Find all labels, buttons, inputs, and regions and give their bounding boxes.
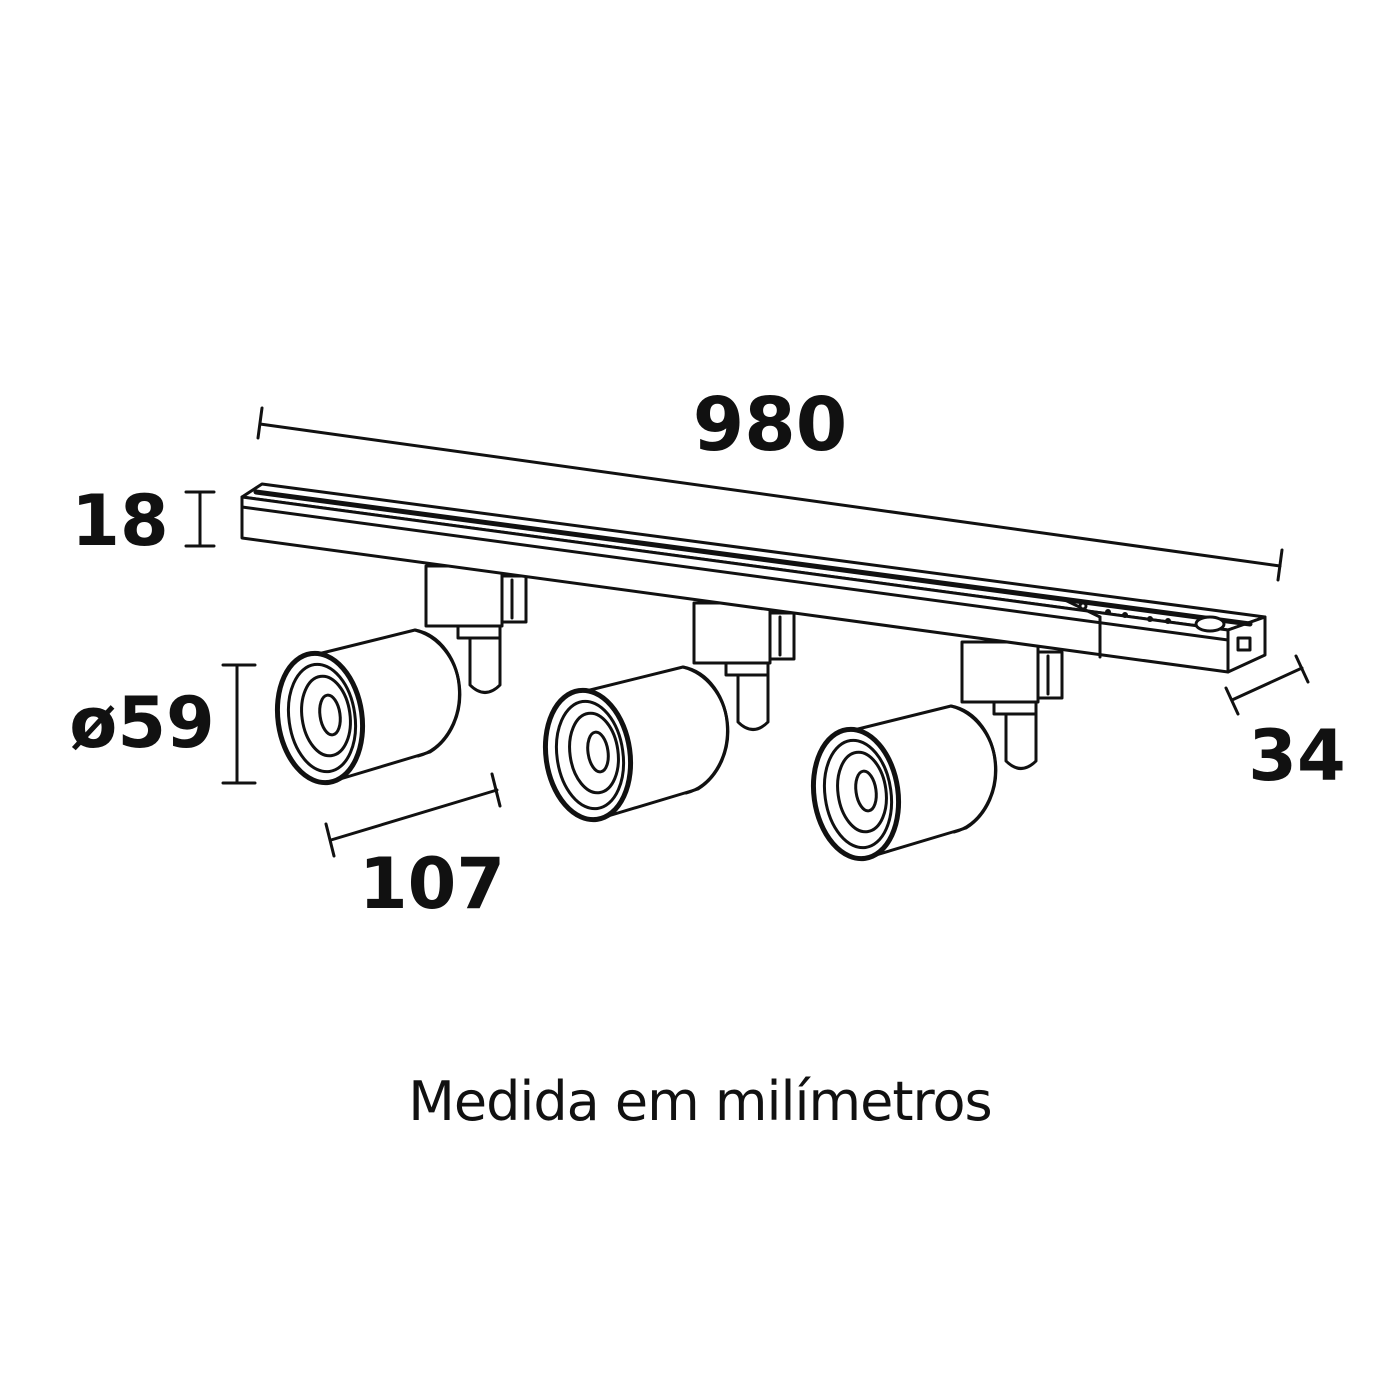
lens-icon [586,730,610,774]
track-adapter [424,564,528,640]
spot-stem [736,673,770,731]
lens-icon [854,769,878,813]
end-cap-socket-icon [1236,636,1252,652]
track-adapter [692,601,796,677]
track-adapter [960,640,1064,716]
caption: Medida em milímetros [408,1070,992,1133]
spot-body [810,704,998,862]
spotlight [274,564,528,786]
spotlight [542,601,796,823]
spotlights [274,564,1064,862]
dimension-spot-length [324,772,502,858]
dimension-diameter [221,663,257,785]
dimension-height [184,490,216,548]
spot-body [274,628,462,786]
spotlight [810,640,1064,862]
track-rail [240,482,1267,674]
spot-body [542,665,730,823]
lens-icon [318,693,342,737]
dimension-length [256,406,1284,582]
spot-stem [1004,712,1038,770]
dimension-width [1224,654,1310,716]
dimension-length-label: 980 [693,382,847,468]
spot-stem [468,636,502,694]
connector-hole-icon [1078,601,1088,611]
dimension-spot-length-label: 107 [359,843,505,925]
dimension-height-label: 18 [71,480,168,562]
dimension-diameter-label: ø59 [69,682,215,764]
dimension-width-label: 34 [1248,715,1345,797]
